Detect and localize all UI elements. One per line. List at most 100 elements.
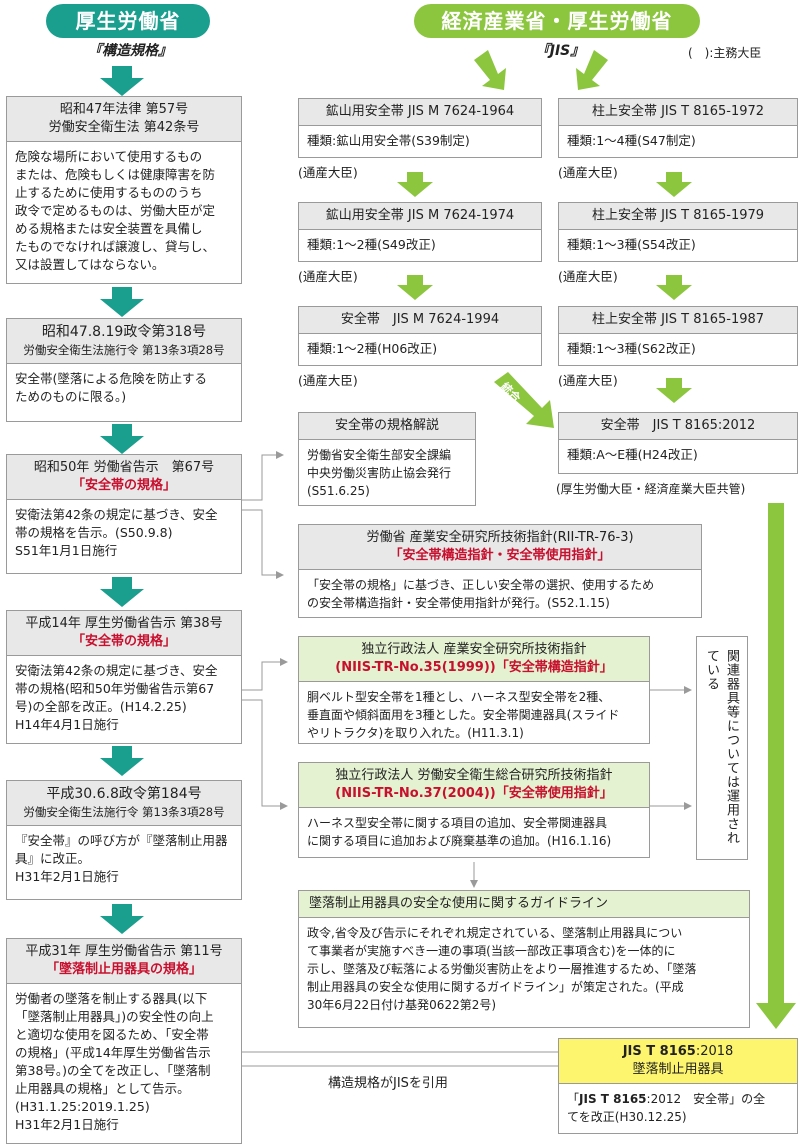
law-57-body: 危険な場所において使用するもの または、危険もしくは健康障害を防 止するために使… [7,142,241,280]
niis35-header: 独立行政法人 産業安全研究所技術指針 (NIIS-TR-No.35(1999))… [299,637,649,682]
guideline-body: 政令,省令及び告示にそれぞれ規定されている、墜落制止用器具につい て事業者が実施… [299,918,749,1020]
commentary-body: 労働省安全衛生部安全課編 中央労働災害防止協会発行 (S51.6.25) [299,440,475,506]
jis-t-1987-box: 柱上安全帯 JIS T 8165-1987 種類:1～3種(S62改正) [558,306,798,366]
green-diag-arrow-right [576,50,608,90]
law-57-header: 昭和47年法律 第57号 労働安全衛生法 第42条号 [7,97,241,142]
rii-subtitle: 「安全帯構造指針・安全帯使用指針」 [389,548,611,563]
merge-arrow [494,372,554,428]
order-318-head-line2: 労働安全衛生法施行令 第13条3項28号 [23,343,225,357]
rii-body-line: の安全帯構造指針・安全帯使用指針が発行。(S52.1.15) [307,596,610,610]
jis-m-1994-title: 安全帯 JIS M 7624-1994 [299,307,541,334]
jis-m-1974-title: 鉱山用安全帯 JIS M 7624-1974 [299,203,541,230]
connector-67-to-commentary [242,451,284,501]
notice-67-head-line1: 昭和50年 労働省告示 第67号 [33,460,215,475]
notice-38-head-line1: 平成14年 厚生労働省告示 第38号 [25,616,223,631]
order-318-body-line: 安全帯(墜落による危険を防止する [15,371,208,386]
jis-t-2018-body-line2: てを改正(H30.12.25) [567,1110,687,1124]
niis37-body-line: に関する項目に追加および廃棄基準の追加。(H16.1.16) [307,834,612,848]
guideline-body-line: 制止用器具の安全な使用に関するガイドライン」が策定された。(平成 [307,980,684,994]
notice-38-body-line: 帯の規格(昭和50年労働省告示第67 [15,681,215,696]
niis37-title: 独立行政法人 労働安全衛生総合研究所技術指針 [335,768,613,783]
notice-11-header: 平成31年 厚生労働省告示 第11号 「墜落制止用器具の規格」 [7,939,241,984]
teal-arrow-1 [100,66,144,96]
connector-67-to-rii [242,509,284,579]
teal-arrow-6 [100,904,144,934]
green-arrows [397,50,796,1029]
teal-arrow-5 [100,746,144,776]
teal-down-arrows [100,66,144,934]
jis-t-2018-body: 「JIS T 8165:2012 安全帯」の全 てを改正(H30.12.25) [559,1084,797,1132]
niis35-body: 胴ベルト型安全帯を1種とし、ハーネス型安全帯を2種、 垂直面や傾斜面用を3種とし… [299,682,649,748]
law-57-head-line2: 労働安全衛生法 第42条号 [48,120,200,135]
notice-67-body-line: S51年1月1日施行 [15,543,118,558]
niis37-header: 独立行政法人 労働安全衛生総合研究所技術指針 (NIIS-TR-No.37(20… [299,763,649,808]
law-57-body-line: 又は設置してはならない。 [15,257,165,272]
order-318-header: 昭和47.8.19政令第318号 労働安全衛生法施行令 第13条3項28号 [7,319,241,364]
niis35-title: 独立行政法人 産業安全研究所技術指針 [361,642,587,657]
notice-67-header: 昭和50年 労働省告示 第67号 「安全帯の規格」 [7,455,241,500]
green-arrow-t2 [656,275,692,300]
jis-t-2018-title-year: :2018 [695,1044,734,1059]
commentary-box: 安全帯の規格解説 労働省安全衛生部安全課編 中央労働災害防止協会発行 (S51.… [298,412,476,506]
jis-m-1974-box: 鉱山用安全帯 JIS M 7624-1974 種類:1～2種(S49改正) [298,202,542,262]
notice-67-body-line: 安衛法第42条の規定に基づき、安全 [15,507,218,522]
notice-11-body-line: (H31.1.25:2019.1.25) [15,1099,150,1114]
order-184-body-line: H31年2月1日施行 [15,869,119,884]
green-arrow-m2 [397,275,433,300]
law-57-body-line: または、危険もしくは健康障害を防 [15,167,216,182]
right-header-subtitle: 『JIS』 [535,43,585,59]
notice-38-body-line: 号)の全部を改正。(H14.2.25) [15,699,187,714]
rii-box: 労働省 産業安全研究所技術指針(RII-TR-76-3) 「安全帯構造指針・安全… [298,524,702,618]
side-note-box: 関連器具等については運用されている [696,636,748,860]
legend-note: ( ):主務大臣 [688,46,762,60]
guideline-body-line: て事業者が実施すべき一連の事項(当該一部改正事項含む)を一体的に [307,944,676,958]
right-header-title: 経済産業省・厚生労働省 [441,9,673,33]
jis-t-1979-minister: (通産大臣) [558,269,618,284]
niis37-body-line: ハーネス型安全帯に関する項目の追加、安全帯関連器具 [307,816,608,830]
connector-38-to-niis35 [242,658,288,691]
order-318-body: 安全帯(墜落による危険を防止する ためのものに限る。) [7,364,241,412]
jis-t-1987-title: 柱上安全帯 JIS T 8165-1987 [559,307,797,334]
notice-67-box: 昭和50年 労働省告示 第67号 「安全帯の規格」 安衛法第42条の規定に基づき… [6,454,242,574]
niis37-body: ハーネス型安全帯に関する項目の追加、安全帯関連器具 に関する項目に追加および廃棄… [299,808,649,856]
side-note-text: 関連器具等については運用されている [704,649,739,845]
notice-67-body-line: 帯の規格を告示。(S50.9.8) [15,525,173,540]
guideline-title: 墜落制止用器具の安全な使用に関するガイドライン [299,891,749,918]
law-57-body-line: 危険な場所において使用するもの [15,149,203,164]
commentary-body-line: 労働省安全衛生部安全課編 [307,448,452,462]
notice-38-body: 安衛法第42条の規定に基づき、安全 帯の規格(昭和50年労働省告示第67 号)の… [7,656,241,740]
guideline-body-line: 政令,省令及び告示にそれぞれ規定されている、墜落制止用器具につい [307,926,683,940]
jis-m-1964-minister: (通産大臣) [298,165,358,180]
order-184-body: 『安全帯』の呼び方が『墜落制止用器 具』に改正。 H31年2月1日施行 [7,826,241,892]
jis-t-2018-header: JIS T 8165:2018 墜落制止用器具 [559,1039,797,1084]
jis-m-1974-minister: (通産大臣) [298,269,358,284]
jis-m-1964-title: 鉱山用安全帯 JIS M 7624-1964 [299,99,541,126]
jis-m-1974-body: 種類:1～2種(S49改正) [307,237,436,252]
jis-t-2012-box: 安全帯 JIS T 8165:2012 種類:A～E種(H24改正) [558,412,798,474]
green-arrow-t3 [656,378,692,403]
notice-11-body-line: H31年2月1日施行 [15,1117,119,1132]
law-57-head-line1: 昭和47年法律 第57号 [59,102,189,117]
jis-t-2018-subtitle: 墜落制止用器具 [632,1062,724,1077]
order-318-box: 昭和47.8.19政令第318号 労働安全衛生法施行令 第13条3項28号 安全… [6,318,242,422]
teal-arrow-2 [100,287,144,317]
notice-11-body-line: 労働者の墜落を制止する器具(以下 [15,991,208,1006]
left-header-title: 厚生労働省 [75,9,181,33]
notice-38-body-line: 安衛法第42条の規定に基づき、安全 [15,663,218,678]
jis-t-1972-minister: (通産大臣) [558,165,618,180]
notice-38-header: 平成14年 厚生労働省告示 第38号 「安全帯の規格」 [7,611,241,656]
niis35-body-line: 胴ベルト型安全帯を1種とし、ハーネス型安全帯を2種、 [307,690,611,704]
jis-t-2012-body: 種類:A～E種(H24改正) [567,447,698,462]
teal-arrow-3 [100,424,144,454]
jis-t-1987-minister: (通産大臣) [558,373,618,388]
law-57-body-line: たものでなければ譲渡し、貸与し、 [15,239,216,254]
jis-t-1987-body: 種類:1～3種(S62改正) [567,341,696,356]
jis-m-1994-minister: (通産大臣) [298,373,358,388]
order-184-body-line: 『安全帯』の呼び方が『墜落制止用器 [15,833,228,848]
order-184-body-line: 具』に改正。 [15,851,91,866]
jis-t-2018-body-open: 「 [567,1092,580,1106]
notice-11-title: 「墜落制止用器具の規格」 [45,962,202,977]
jis-t-2018-box: JIS T 8165:2018 墜落制止用器具 「JIS T 8165:2012… [558,1038,798,1134]
jis-t-2018-title-code: JIS T 8165 [622,1044,696,1059]
